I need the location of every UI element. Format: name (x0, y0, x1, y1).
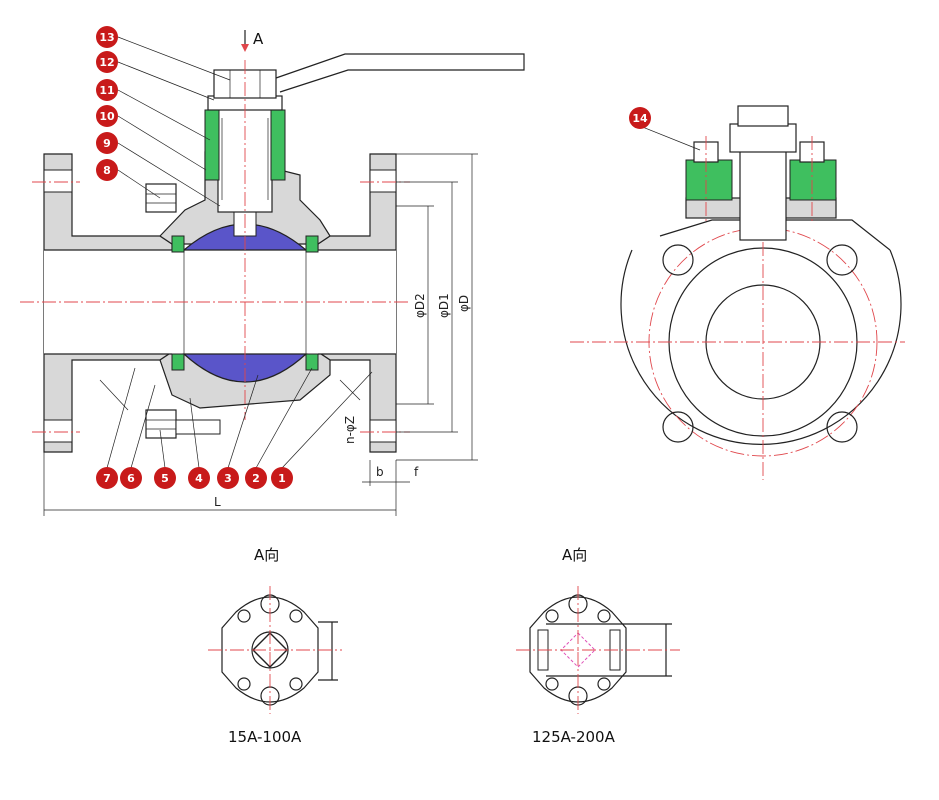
svg-text:11: 11 (99, 84, 114, 97)
svg-text:5: 5 (161, 472, 169, 485)
svg-text:9: 9 (103, 137, 111, 150)
a-view-label-left: A向 (254, 546, 279, 564)
callout-8: 8 (96, 159, 118, 181)
dim-f: f (414, 465, 419, 479)
svg-text:13: 13 (99, 31, 114, 44)
callout-3: 3 (217, 467, 239, 489)
dim-b: b (376, 465, 384, 479)
caption-left: 15A-100A (228, 728, 302, 746)
callout-10: 10 (96, 105, 118, 127)
svg-text:12: 12 (99, 56, 114, 69)
callout-4: 4 (188, 467, 210, 489)
view-arrow-label: A (253, 30, 264, 48)
svg-text:10: 10 (99, 110, 115, 123)
callout-5: 5 (154, 467, 176, 489)
callout-13: 13 (96, 26, 118, 48)
callout-11: 11 (96, 79, 118, 101)
valve-section-view: A φD2 φD1 φD n-φZ b f L (20, 30, 525, 516)
caption-right: 125A-200A (532, 728, 616, 746)
callout-12: 12 (96, 51, 118, 73)
svg-text:14: 14 (632, 112, 648, 125)
callout-14: 14 (629, 107, 651, 129)
callout-7: 7 (96, 467, 118, 489)
dim-d2: φD2 (413, 293, 427, 318)
callout-1: 1 (271, 467, 293, 489)
svg-text:6: 6 (127, 472, 135, 485)
dim-d: φD (457, 295, 471, 312)
svg-text:3: 3 (224, 472, 232, 485)
svg-text:4: 4 (195, 472, 203, 485)
valve-end-view (570, 105, 905, 480)
callout-9: 9 (96, 132, 118, 154)
a-view-large: A向 125A-200A (516, 546, 680, 746)
part-callouts: 13 12 11 10 9 8 7 6 5 4 3 2 1 14 (96, 26, 651, 489)
svg-text:8: 8 (103, 164, 111, 177)
dimensions: φD2 φD1 φD n-φZ b f L (43, 153, 478, 516)
a-view-small: A向 15A-100A (208, 546, 342, 746)
dim-d1: φD1 (437, 293, 451, 318)
dim-nz: n-φZ (343, 416, 357, 444)
leader-lines (106, 36, 373, 469)
a-view-label-right: A向 (562, 546, 587, 564)
dim-l: L (214, 495, 221, 509)
svg-text:1: 1 (278, 472, 286, 485)
svg-text:7: 7 (103, 472, 111, 485)
callout-2: 2 (245, 467, 267, 489)
svg-text:2: 2 (252, 472, 260, 485)
callout-6: 6 (120, 467, 142, 489)
